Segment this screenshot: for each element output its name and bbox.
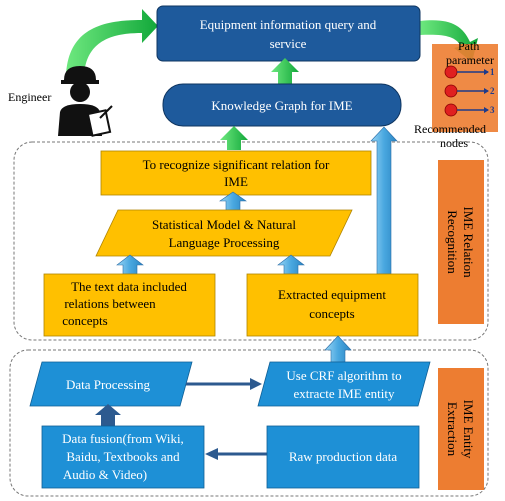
recommended-node-3	[444, 103, 458, 117]
parameter-panel	[432, 44, 498, 132]
data-fusion-line3: Audio & Video)	[63, 467, 147, 482]
significant-relation-box	[100, 150, 372, 196]
query-service-box	[156, 5, 421, 62]
node-number-1: 1	[490, 67, 495, 77]
data-fusion-line1: Data fusion(from Wiki,	[62, 431, 184, 446]
data-fusion-box	[41, 425, 205, 489]
path-parameter-line1: Path	[458, 39, 479, 53]
processing-to-crf-arrowhead	[250, 378, 262, 390]
relation-section-label-line2: Recognition	[445, 210, 460, 274]
engineer-label: Engineer	[8, 90, 51, 104]
statistical-model-box	[95, 209, 353, 257]
relation-section-container	[13, 141, 489, 341]
extraction-section-label-box	[438, 368, 484, 490]
recommended-node-1	[444, 65, 458, 79]
knowledge-graph-box	[162, 83, 402, 127]
text-data-line2: relations between	[64, 296, 156, 311]
node-number-3: 3	[490, 105, 495, 115]
crf-algorithm-line2: extracte IME entity	[293, 386, 395, 401]
data-fusion-line2: Baidu, Textbooks and	[66, 449, 180, 464]
text-data-line3: concepts	[62, 313, 107, 328]
extracted-concepts-box	[246, 273, 419, 337]
node-arrowhead-1	[484, 69, 489, 75]
significant-relation-line2: IME	[224, 174, 248, 189]
extraction-section-label-line2: Extraction	[445, 402, 460, 457]
data-processing-label: Data Processing	[66, 377, 151, 392]
crf-algorithm-line1: Use CRF algorithm to	[286, 368, 401, 383]
raw-production-data-label: Raw production data	[289, 449, 398, 464]
crf-to-concepts-arrow	[324, 335, 352, 363]
relation-section-label-line1: IME Relation	[461, 206, 476, 278]
concepts-to-model-arrow	[277, 254, 305, 275]
statistical-model-line2: Language Processing	[169, 235, 280, 250]
raw-to-fusion-arrowhead	[205, 448, 218, 460]
fusion-to-processing-arrow	[95, 404, 121, 426]
crf-algorithm-box	[257, 361, 431, 407]
path-parameter-line2: parameter	[446, 53, 494, 67]
extraction-section-container	[9, 349, 489, 497]
text-to-model-arrow	[116, 254, 144, 275]
node-arrowhead-3	[484, 107, 489, 113]
engineer-to-query-arrow	[66, 9, 158, 76]
raw-production-data-box	[266, 425, 420, 489]
engineer-icon	[58, 66, 113, 137]
node-number-2: 2	[490, 86, 495, 96]
query-service-line1: Equipment information query and	[200, 17, 377, 32]
text-data-box	[43, 273, 216, 337]
extracted-concepts-line1: Extracted equipment	[278, 287, 386, 302]
text-data-line1: The text data included	[71, 279, 187, 294]
recommended-nodes-line2: nodes	[440, 136, 468, 150]
recommended-node-2	[444, 84, 458, 98]
statistical-model-line1: Statistical Model & Natural	[152, 217, 296, 232]
model-to-relation-arrow	[219, 191, 247, 211]
node-arrowhead-2	[484, 88, 489, 94]
relation-to-kg-arrow	[220, 126, 248, 150]
knowledge-graph-label: Knowledge Graph for IME	[211, 98, 352, 113]
query-service-line2: service	[270, 36, 307, 51]
extraction-section-label-line1: IME Entity	[461, 400, 476, 459]
data-processing-box	[29, 361, 193, 407]
concepts-to-kg-arrow	[370, 126, 398, 275]
recommended-nodes-line1: Recommended	[414, 122, 486, 136]
significant-relation-line1: To recognize significant relation for	[143, 157, 330, 172]
kg-to-query-arrow	[271, 58, 299, 84]
relation-section-label-box	[438, 160, 484, 324]
extracted-concepts-line2: concepts	[309, 306, 354, 321]
